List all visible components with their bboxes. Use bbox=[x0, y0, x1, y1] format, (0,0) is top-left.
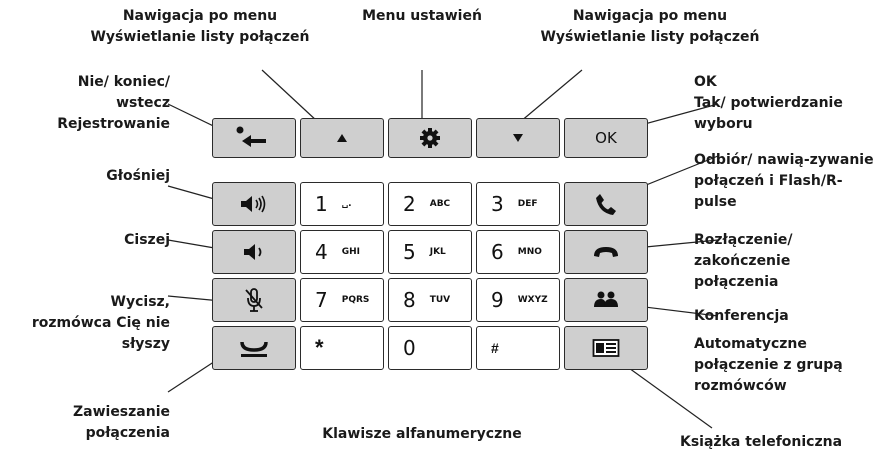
key-1[interactable]: 1 ␣. bbox=[300, 182, 384, 226]
gear-icon bbox=[420, 128, 440, 148]
key-0-digit: 0 bbox=[403, 336, 416, 360]
label-group: Automatyczne połączenie z grupą rozmówcó… bbox=[694, 336, 843, 394]
volume-down-icon bbox=[244, 244, 262, 260]
key-8[interactable]: 8 TUV bbox=[388, 278, 472, 322]
key-8-digit: 8 bbox=[403, 288, 416, 312]
label-quieter: Ciszej bbox=[124, 232, 170, 248]
key-5-digit: 5 bbox=[403, 240, 416, 264]
key-0[interactable]: 0 bbox=[388, 326, 472, 370]
key-6[interactable]: 6 MNO bbox=[476, 230, 560, 274]
key-6-digit: 6 bbox=[491, 240, 504, 264]
key-1-letters: ␣. bbox=[341, 199, 352, 209]
label-answer: Odbiór/ nawią-zywanie połączeń i Flash/R… bbox=[694, 152, 874, 210]
key-3-digit: 3 bbox=[491, 192, 504, 216]
back-key[interactable] bbox=[212, 118, 296, 158]
hangup-key[interactable] bbox=[564, 230, 648, 274]
volume-down-key[interactable] bbox=[212, 230, 296, 274]
label-nav-right: Nawigacja po menu Wyświetlanie listy poł… bbox=[540, 8, 760, 45]
settings-key[interactable] bbox=[388, 118, 472, 158]
label-hold: Zawieszanie połączenia bbox=[72, 404, 170, 441]
conference-icon bbox=[594, 291, 618, 307]
key-5[interactable]: 5 JKL bbox=[388, 230, 472, 274]
key-2[interactable]: 2 ABC bbox=[388, 182, 472, 226]
key-7-digit: 7 bbox=[315, 288, 328, 312]
label-mute: Wycisz, rozmówca Cię nie słyszy bbox=[31, 294, 170, 352]
up-key[interactable] bbox=[300, 118, 384, 158]
key-3-letters: DEF bbox=[517, 199, 538, 209]
ok-key[interactable]: OK bbox=[564, 118, 648, 158]
key-9-digit: 9 bbox=[491, 288, 504, 312]
label-louder: Głośniej bbox=[106, 168, 170, 184]
hold-icon bbox=[240, 341, 268, 357]
back-arrow-icon bbox=[236, 126, 266, 147]
label-settings: Menu ustawień bbox=[362, 8, 482, 24]
volume-up-icon bbox=[241, 195, 266, 213]
label-phonebook: Książka telefoniczna bbox=[680, 434, 843, 450]
key-5-letters: JKL bbox=[429, 247, 446, 257]
ok-key-label: OK bbox=[595, 129, 617, 147]
down-key[interactable] bbox=[476, 118, 560, 158]
key-7[interactable]: 7 PQRS bbox=[300, 278, 384, 322]
label-back: Nie/ koniec/ wstecz Rejestrowanie bbox=[57, 74, 170, 132]
volume-up-key[interactable] bbox=[212, 182, 296, 226]
phonebook-icon bbox=[592, 339, 620, 357]
up-arrow-icon bbox=[337, 134, 347, 142]
handset-icon bbox=[596, 194, 616, 215]
hangup-icon bbox=[594, 247, 618, 257]
key-2-digit: 2 bbox=[403, 192, 416, 216]
key-4-letters: GHI bbox=[341, 247, 361, 257]
key-9-letters: WXYZ bbox=[517, 295, 548, 305]
key-4[interactable]: 4 GHI bbox=[300, 230, 384, 274]
leader-nav-right bbox=[519, 69, 583, 123]
label-ok: OK Tak/ potwierdzanie wyboru bbox=[694, 74, 843, 132]
down-arrow-icon bbox=[513, 134, 523, 142]
key-7-letters: PQRS bbox=[341, 295, 370, 305]
key-2-letters: ABC bbox=[429, 199, 451, 209]
key-star-symbol: * bbox=[315, 335, 324, 360]
phonebook-key[interactable] bbox=[564, 326, 648, 370]
key-star[interactable]: * bbox=[300, 326, 384, 370]
hold-key[interactable] bbox=[212, 326, 296, 370]
label-hangup: Rozłączenie/ zakończenie połączenia bbox=[694, 232, 793, 290]
key-hash-symbol: # bbox=[491, 340, 499, 356]
leader-nav-left bbox=[261, 69, 319, 123]
key-1-digit: 1 bbox=[315, 192, 328, 216]
mute-mic-icon bbox=[245, 288, 263, 312]
key-hash[interactable]: # bbox=[476, 326, 560, 370]
answer-key[interactable] bbox=[564, 182, 648, 226]
mute-key[interactable] bbox=[212, 278, 296, 322]
label-conference: Konferencja bbox=[694, 308, 789, 324]
key-8-letters: TUV bbox=[429, 295, 451, 305]
key-6-letters: MNO bbox=[517, 247, 542, 257]
label-alnum: Klawisze alfanumeryczne bbox=[322, 426, 522, 442]
conference-key[interactable] bbox=[564, 278, 648, 322]
key-4-digit: 4 bbox=[315, 240, 328, 264]
label-nav-left: Nawigacja po menu Wyświetlanie listy poł… bbox=[90, 8, 310, 45]
key-3[interactable]: 3 DEF bbox=[476, 182, 560, 226]
key-9[interactable]: 9 WXYZ bbox=[476, 278, 560, 322]
